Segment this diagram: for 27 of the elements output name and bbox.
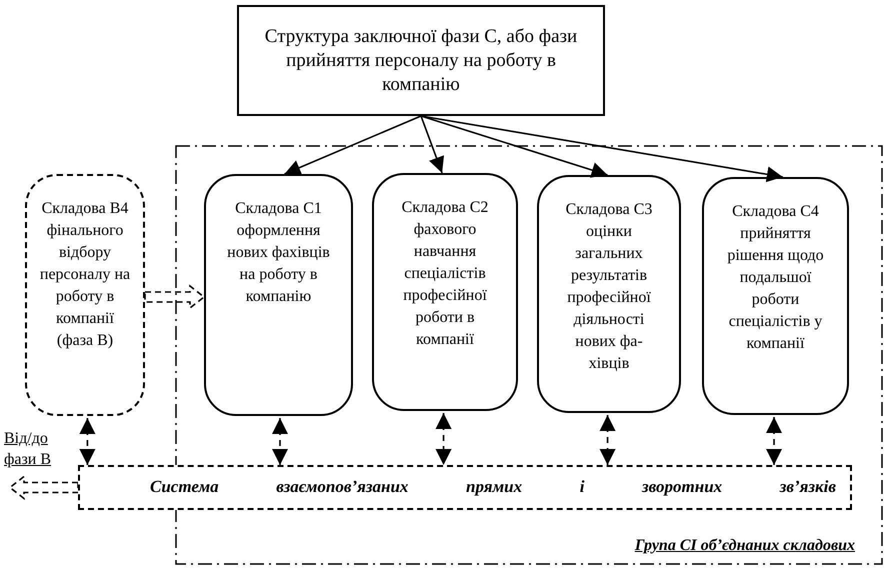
hollow-arrow xyxy=(8,474,79,500)
title-box xyxy=(237,5,605,116)
arrow xyxy=(766,417,782,465)
component-box xyxy=(25,174,145,416)
component-box xyxy=(372,173,518,411)
arrow xyxy=(420,115,608,178)
arrow xyxy=(272,418,288,465)
box-text: Складова В4 фінального відбору персоналу на роботу в компанії (фаза В) xyxy=(38,199,132,351)
arrow xyxy=(420,116,444,174)
component-box xyxy=(204,174,353,416)
box-text: Складова С1 оформлення нових фахівців на роботу в компанію xyxy=(226,199,331,307)
system-caption: Система взаємопов’язаних прямих і зворотних зв’язків xyxy=(150,477,836,497)
box-text: Структура заключної фази С, або фази прийняття персоналу на роботу в компанію xyxy=(264,25,578,97)
box-text: Складова С3 оцінки загальних результатів професійної діяльності нових фа-хівців xyxy=(564,200,654,374)
arrow xyxy=(436,413,452,465)
group-heading: Група СІ об’єднаних складових xyxy=(634,537,855,555)
arrow xyxy=(284,115,422,176)
hollow-arrow xyxy=(144,284,206,310)
component-box xyxy=(702,177,849,415)
box-text: Складова С2 фахового навчання спеціалістів професійної роботи в компанії xyxy=(400,198,490,350)
component-box xyxy=(537,175,681,413)
side-note: Від/до фази В xyxy=(4,429,52,470)
arrow xyxy=(79,418,96,465)
feedback-system-bar xyxy=(78,465,852,510)
arrow xyxy=(600,415,616,465)
box-text: Складова С4 прийняття рішення щодо подальшої роботи спеціалістів у компанії xyxy=(726,202,825,354)
arrow xyxy=(420,115,783,182)
